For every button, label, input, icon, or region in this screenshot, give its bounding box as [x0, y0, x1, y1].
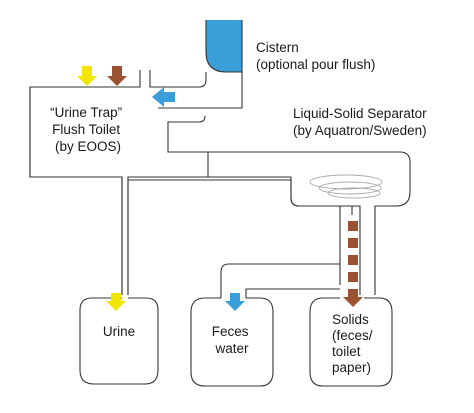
- feces-water-pipe-left: [220, 263, 340, 298]
- separator-drop: [339, 206, 353, 285]
- solids-label: Solids (feces/ toilet paper): [332, 312, 376, 375]
- solids-dashes: [348, 221, 358, 282]
- cistern: [205, 20, 243, 73]
- feces-water-container: [190, 297, 274, 387]
- feces-water-pipe-right: [245, 288, 340, 298]
- feces-water-label: Feces water: [212, 324, 253, 356]
- cistern-label: Cistern (optional pour flush): [256, 40, 375, 72]
- separator-label: Liquid-Solid Separator (by Aquatron/Swed…: [293, 106, 430, 138]
- toilet-bowl-left: [29, 87, 123, 295]
- water-down-arrow: [225, 293, 245, 311]
- separator-swirl: [309, 174, 383, 199]
- cistern-outline: [205, 20, 243, 73]
- solids-container: [309, 297, 393, 387]
- urine-down-arrow-top: [77, 66, 97, 86]
- flush-water-left-arrow: [152, 87, 175, 107]
- feces-down-arrow-top: [107, 66, 127, 86]
- pipe-network: [29, 87, 353, 298]
- solids-down-arrow: [343, 289, 363, 307]
- cistern-water: [206, 20, 242, 72]
- urine-container: [79, 297, 159, 385]
- urine-down-arrow: [106, 293, 126, 311]
- urine-label: Urine: [103, 324, 135, 339]
- toilet-bowl-right: [127, 179, 340, 295]
- toilet-label: “Urine Trap” Flush Toilet (by EOOS): [50, 105, 126, 154]
